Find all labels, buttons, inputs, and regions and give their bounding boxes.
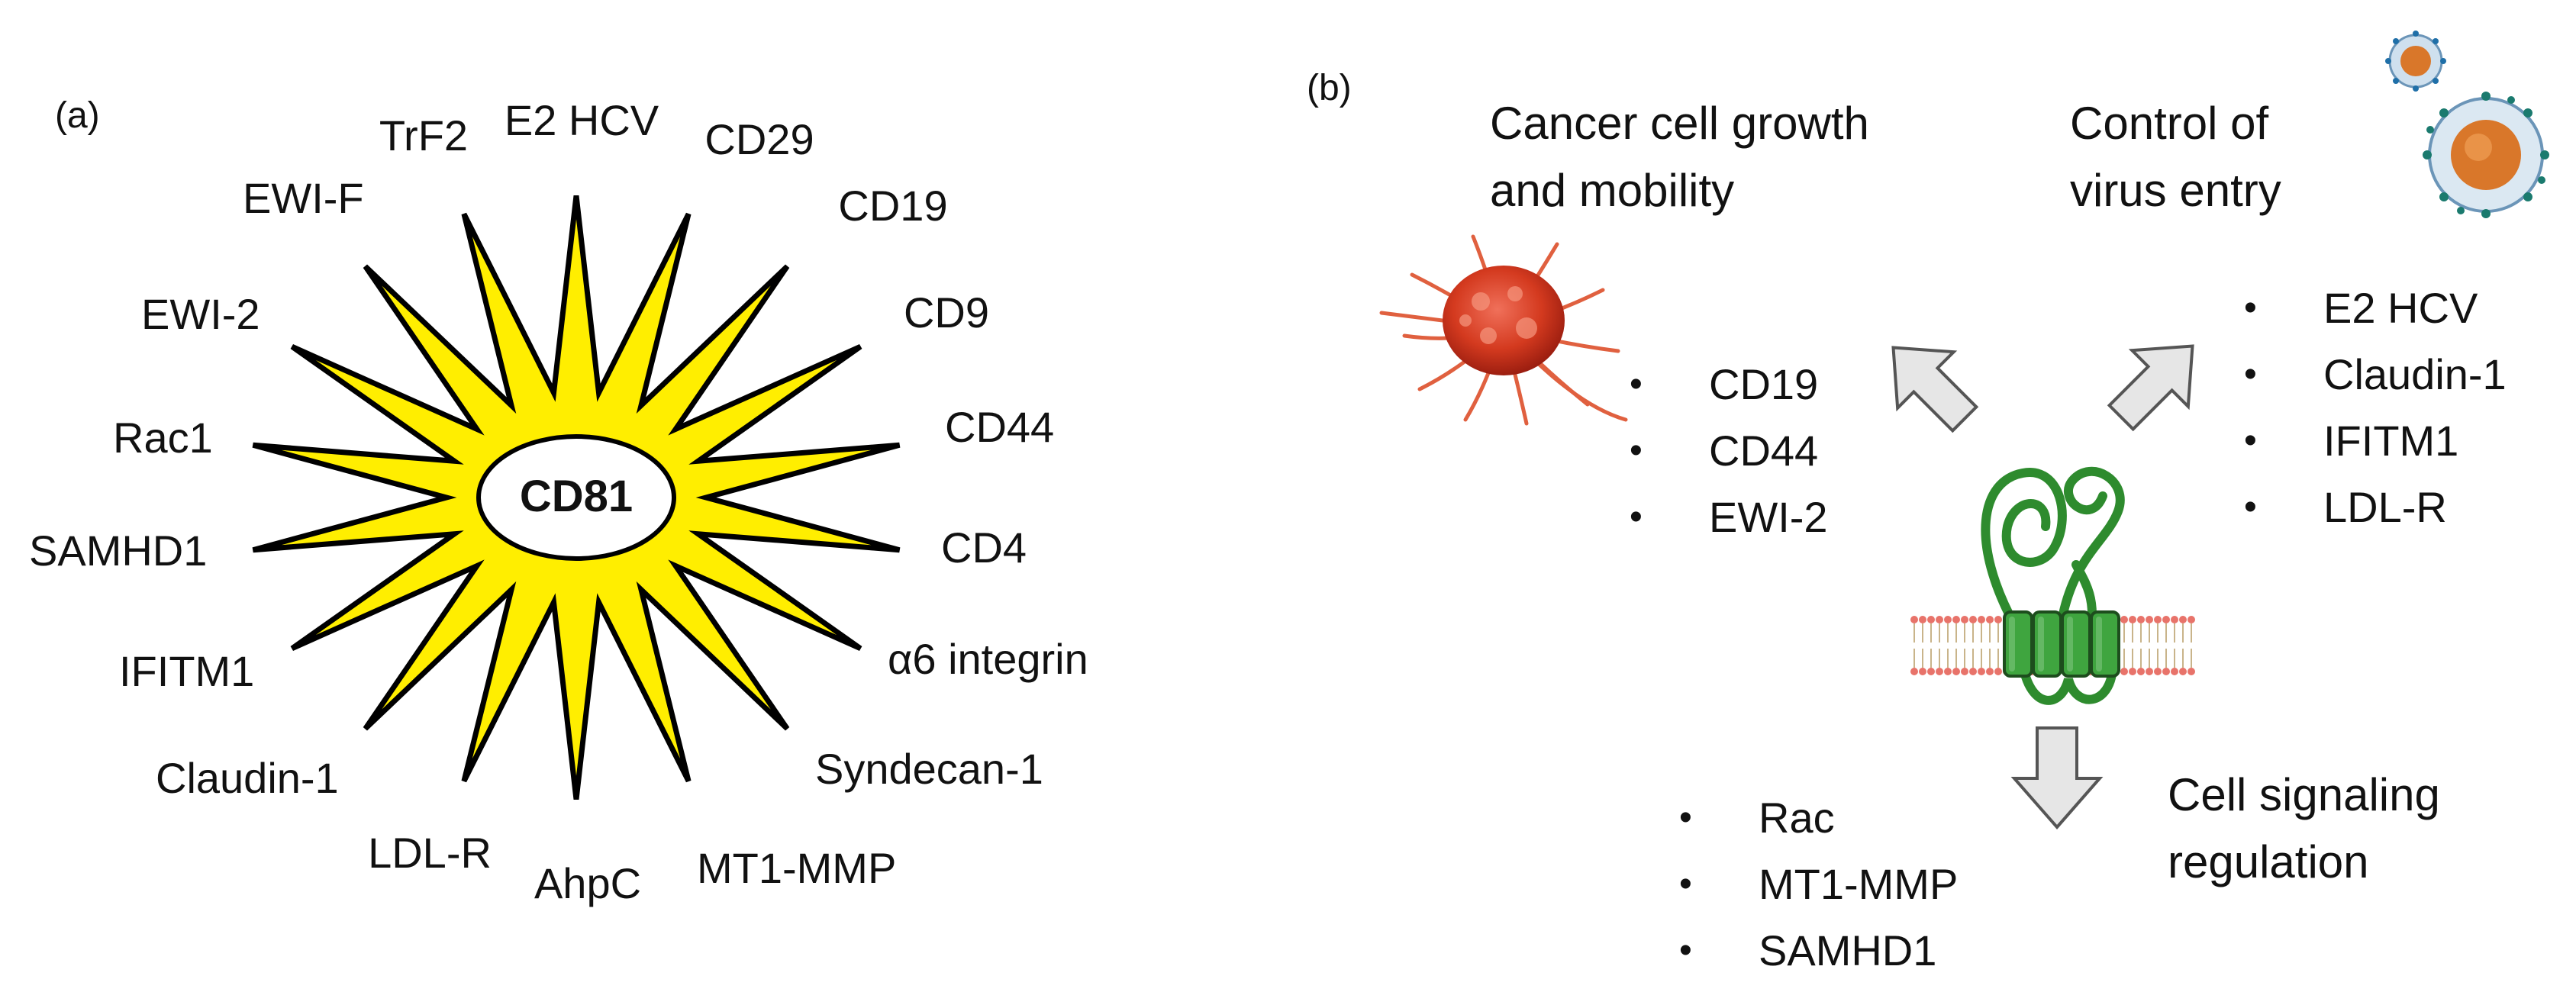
list-item: Claudin-1 (2244, 341, 2507, 407)
lipid-head (2179, 668, 2187, 675)
partner-label: CD44 (945, 403, 1055, 451)
cancer-heading-line1: Cancer cell growth (1490, 98, 1869, 149)
lipid-head (1961, 616, 1968, 623)
partner-label: AhpC (534, 859, 642, 907)
lipid-head (1994, 668, 2002, 675)
signaling-heading-line1: Cell signaling (2168, 769, 2440, 820)
lipid-head (1978, 616, 1985, 623)
lipid-head (2137, 616, 2145, 623)
lipid-head (1986, 616, 1994, 623)
cd81-membrane-protein-icon (1910, 466, 2195, 705)
partner-label: IFITM1 (119, 647, 255, 695)
lipid-head (1969, 668, 1977, 675)
virus-list: E2 HCV Claudin-1 IFITM1 LDL-R (2244, 275, 2507, 540)
lipid-head (2154, 668, 2162, 675)
lipid-head (1961, 668, 1968, 675)
partner-label: LDL-R (368, 829, 492, 877)
panel-a-label: (a) (55, 95, 100, 136)
virus-small-icon (2385, 31, 2446, 92)
lipid-head (1994, 616, 2002, 623)
lipid-head (1952, 668, 1960, 675)
lipid-head (1978, 668, 1985, 675)
cancer-list: CD19 CD44 EWI-2 (1630, 351, 1828, 550)
cancer-heading-line2: and mobility (1490, 165, 1735, 216)
virus-heading: Control of virus entry (2070, 90, 2281, 224)
list-item: LDL-R (2244, 474, 2507, 540)
partner-label: TrF2 (379, 111, 469, 159)
signaling-heading: Cell signaling regulation (2168, 762, 2440, 896)
lipid-head (1919, 668, 1926, 675)
virus-heading-line1: Control of (2070, 98, 2269, 149)
lipid-head (1936, 616, 1943, 623)
lipid-head (2146, 616, 2153, 623)
lipid-head (1986, 668, 1994, 675)
cd81-center-ellipse (476, 434, 676, 561)
lipid-head (1910, 616, 1918, 623)
arrow-down-icon (2010, 726, 2104, 830)
cancer-cell-icon (1379, 234, 1628, 426)
lipid-head (2188, 668, 2195, 675)
lipid-head (2154, 616, 2162, 623)
lipid-head (2120, 616, 2128, 623)
virus-heading-line2: virus entry (2070, 165, 2281, 216)
list-item: EWI-2 (1630, 484, 1828, 550)
partner-label: Syndecan-1 (815, 745, 1043, 793)
lipid-head (2129, 668, 2136, 675)
lipid-head (1910, 668, 1918, 675)
lipid-head (1952, 616, 1960, 623)
lipid-head (2129, 616, 2136, 623)
lipid-head (1969, 616, 1977, 623)
partner-label: CD4 (941, 523, 1027, 572)
cd81-star-diagram (252, 195, 901, 800)
list-item: E2 HCV (2244, 275, 2507, 341)
list-item: IFITM1 (2244, 407, 2507, 474)
partner-label: CD19 (838, 182, 948, 230)
cancer-heading: Cancer cell growth and mobility (1490, 90, 1869, 224)
arrow-up-left-icon (1891, 346, 1979, 433)
partner-label: EWI-2 (141, 290, 260, 338)
lipid-head (2120, 668, 2128, 675)
signaling-list: Rac MT1-MMP SAMHD1 (1679, 784, 1958, 984)
partner-label: SAMHD1 (29, 527, 208, 575)
virus-large-icon (2423, 92, 2549, 218)
lipid-head (1927, 668, 1935, 675)
partner-label: E2 HCV (504, 96, 659, 144)
cd81-center-label: CD81 (519, 472, 634, 521)
lipid-head (2171, 616, 2178, 623)
partner-label: CD29 (704, 115, 814, 163)
panel-b-label: (b) (1307, 68, 1352, 108)
partner-label: Claudin-1 (156, 754, 339, 802)
list-item: SAMHD1 (1679, 917, 1958, 984)
lipid-head (1927, 616, 1935, 623)
lipid-head (2162, 668, 2170, 675)
arrow-up-right-icon (2107, 344, 2194, 432)
signaling-heading-line2: regulation (2168, 836, 2369, 887)
list-item: MT1-MMP (1679, 851, 1958, 917)
lipid-head (2146, 668, 2153, 675)
list-item: CD44 (1630, 417, 1828, 484)
lipid-head (1936, 668, 1943, 675)
lipid-head (2179, 616, 2187, 623)
lipid-head (1944, 616, 1952, 623)
lipid-head (2188, 616, 2195, 623)
lipid-head (2162, 616, 2170, 623)
partner-label: EWI-F (243, 174, 364, 222)
partner-label: CD9 (903, 288, 990, 337)
lipid-head (1919, 616, 1926, 623)
lipid-head (1944, 668, 1952, 675)
lipid-head (2171, 668, 2178, 675)
partner-label: α6 integrin (888, 635, 1088, 683)
partner-label: MT1-MMP (697, 844, 897, 892)
list-item: CD19 (1630, 351, 1828, 417)
partner-label: Rac1 (113, 414, 213, 462)
list-item: Rac (1679, 784, 1958, 851)
lipid-head (2137, 668, 2145, 675)
